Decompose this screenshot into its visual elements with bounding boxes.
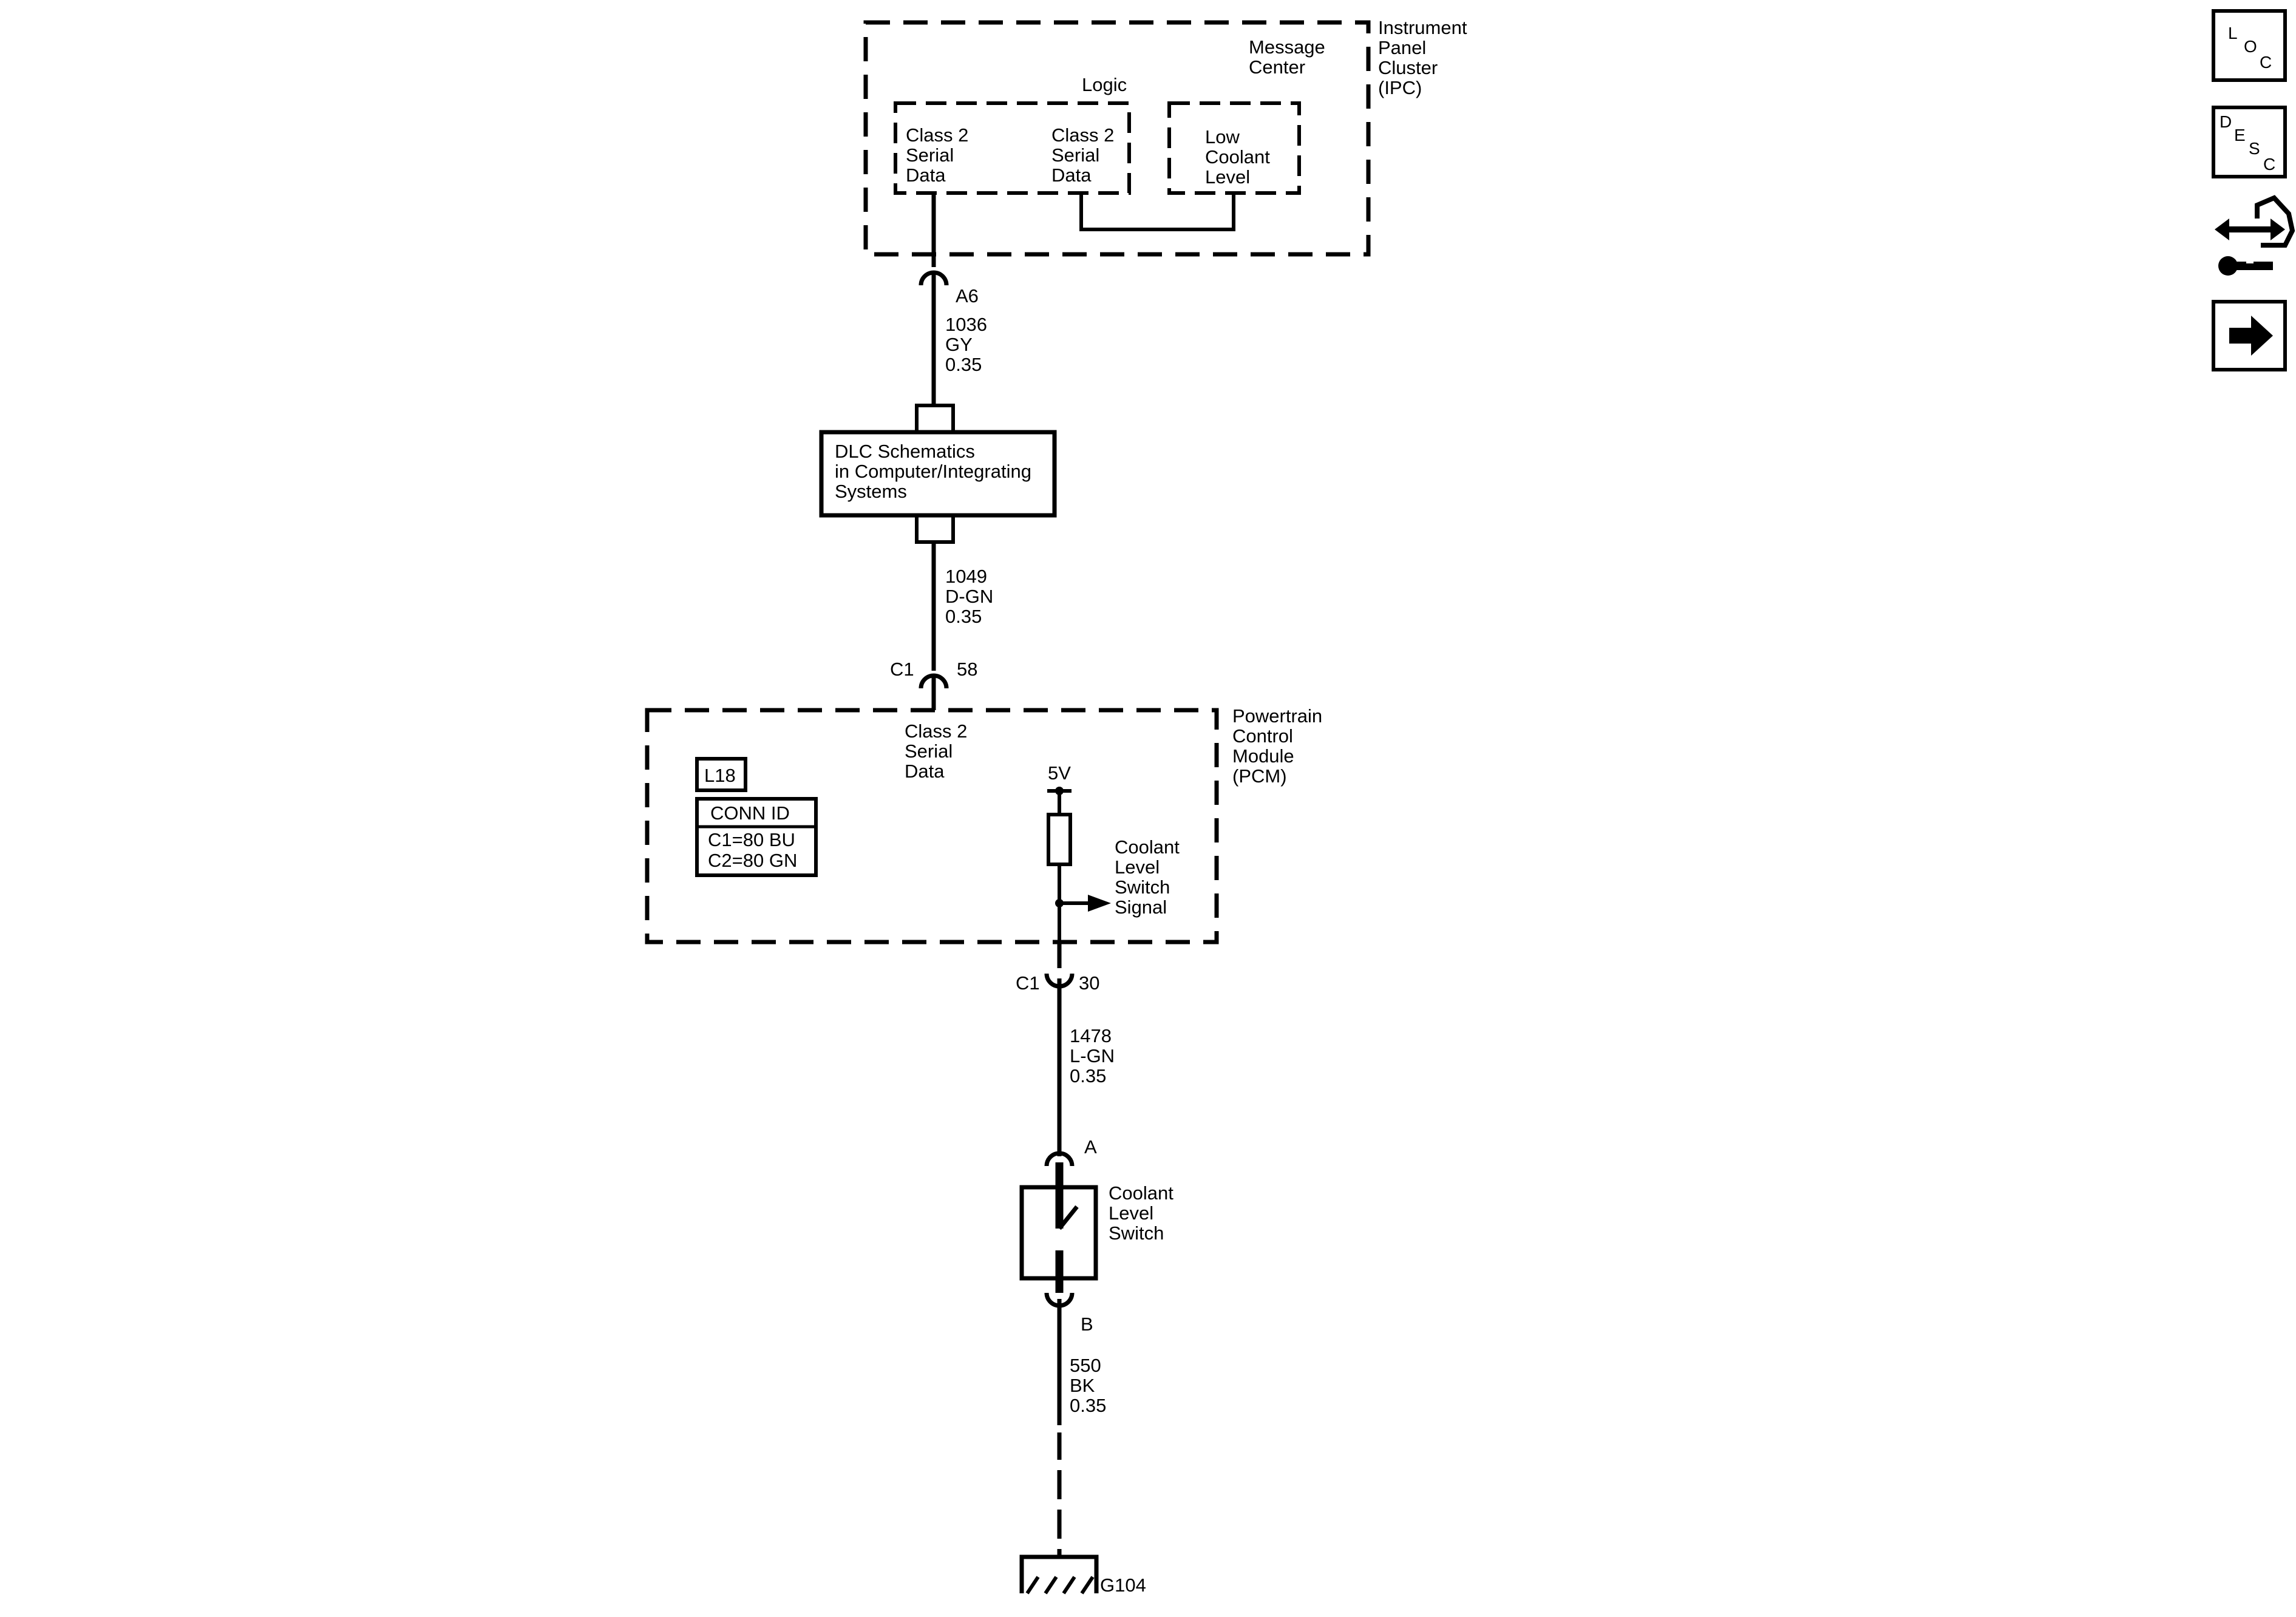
- signal-arrow-icon: [1088, 895, 1111, 912]
- location-button[interactable]: L O C: [2212, 9, 2287, 82]
- switch-pin-a: A: [1084, 1136, 1097, 1158]
- wire-1049-label: 1049 D-GN 0.35: [945, 566, 999, 627]
- coolant-level-switch-signal-label: Coolant Level Switch Signal: [1115, 836, 1184, 918]
- pcm-pin-30: 30: [1079, 972, 1099, 994]
- ground-g104: G104: [1019, 1554, 1146, 1596]
- ipc-module: Instrument Panel Cluster (IPC) Message C…: [863, 17, 1472, 257]
- conn-id-table: [695, 797, 818, 877]
- coolant-level-switch: A Coolant Level Switch B: [1019, 1136, 1178, 1335]
- description-button[interactable]: D E S C: [2212, 106, 2287, 178]
- switch-pin-b: B: [1081, 1314, 1093, 1335]
- dlc-schematics-label: DLC Schematics in Computer/Integrating S…: [835, 441, 1037, 502]
- pcm-module: Powertrain Control Module (PCM) Class 2 …: [645, 705, 1328, 944]
- ipc-class2-left-label: Class 2 Serial Data: [906, 124, 974, 186]
- dlc-schematics-box: DLC Schematics in Computer/Integrating S…: [819, 404, 1057, 544]
- message-center-label: Message Center: [1249, 36, 1330, 78]
- ground-label: G104: [1100, 1575, 1146, 1596]
- next-page-button[interactable]: [2212, 300, 2287, 371]
- pcm-c1-label-bottom: C1: [1016, 972, 1040, 994]
- pcm-pin-58: 58: [957, 659, 977, 680]
- wire-1478-label: 1478 L-GN 0.35: [1070, 1025, 1120, 1086]
- pull-up-resistor: [1047, 813, 1072, 866]
- coolant-level-switch-label: Coolant Level Switch: [1109, 1182, 1178, 1244]
- wire-1049: 1049 D-GN 0.35 C1 58: [890, 542, 999, 710]
- wire-1478: C1 30 1478 L-GN 0.35: [1016, 942, 1120, 1156]
- wire-1036: A6 1036 GY 0.35: [919, 193, 993, 407]
- wire-1036-label: 1036 GY 0.35: [945, 314, 993, 375]
- low-coolant-label: Low Coolant Level: [1205, 126, 1275, 188]
- right-arrow-icon: [2229, 316, 2273, 356]
- ipc-label: Instrument Panel Cluster (IPC): [1378, 17, 1472, 98]
- svg-text:E: E: [2234, 126, 2246, 144]
- voltage-5v-label: 5V: [1048, 762, 1071, 784]
- conn-id-c2: C2=80 GN: [708, 850, 797, 871]
- conn-id-c1: C1=80 BU: [708, 829, 795, 850]
- wire-550: 550 BK 0.35: [1057, 1299, 1106, 1557]
- wire-550-label: 550 BK 0.35: [1070, 1355, 1106, 1416]
- svg-text:L: L: [2228, 24, 2238, 42]
- svg-text:D: D: [2220, 112, 2232, 131]
- svg-text:C: C: [2260, 53, 2272, 72]
- logic-label: Logic: [1082, 74, 1127, 95]
- option-l18-label: L18: [704, 765, 736, 786]
- svg-text:C: C: [2263, 155, 2275, 174]
- pcm-label: Powertrain Control Module (PCM): [1232, 705, 1328, 787]
- svg-text:S: S: [2249, 139, 2260, 158]
- connector-end-view-icon[interactable]: [2215, 195, 2295, 276]
- switch-pin-a-symbol: [1044, 1151, 1075, 1167]
- pcm-class2-label: Class 2 Serial Data: [905, 720, 973, 782]
- conn-id-title: CONN ID: [710, 802, 790, 824]
- logic-box: [894, 101, 1131, 195]
- ipc-class2-right-label: Class 2 Serial Data: [1051, 124, 1119, 186]
- svg-text:O: O: [2244, 37, 2257, 56]
- ipc-pin-a6: A6: [956, 285, 979, 307]
- pcm-c1-label-top: C1: [890, 659, 914, 680]
- ipc-internal-link: [1079, 193, 1235, 231]
- option-l18-box: [695, 757, 747, 792]
